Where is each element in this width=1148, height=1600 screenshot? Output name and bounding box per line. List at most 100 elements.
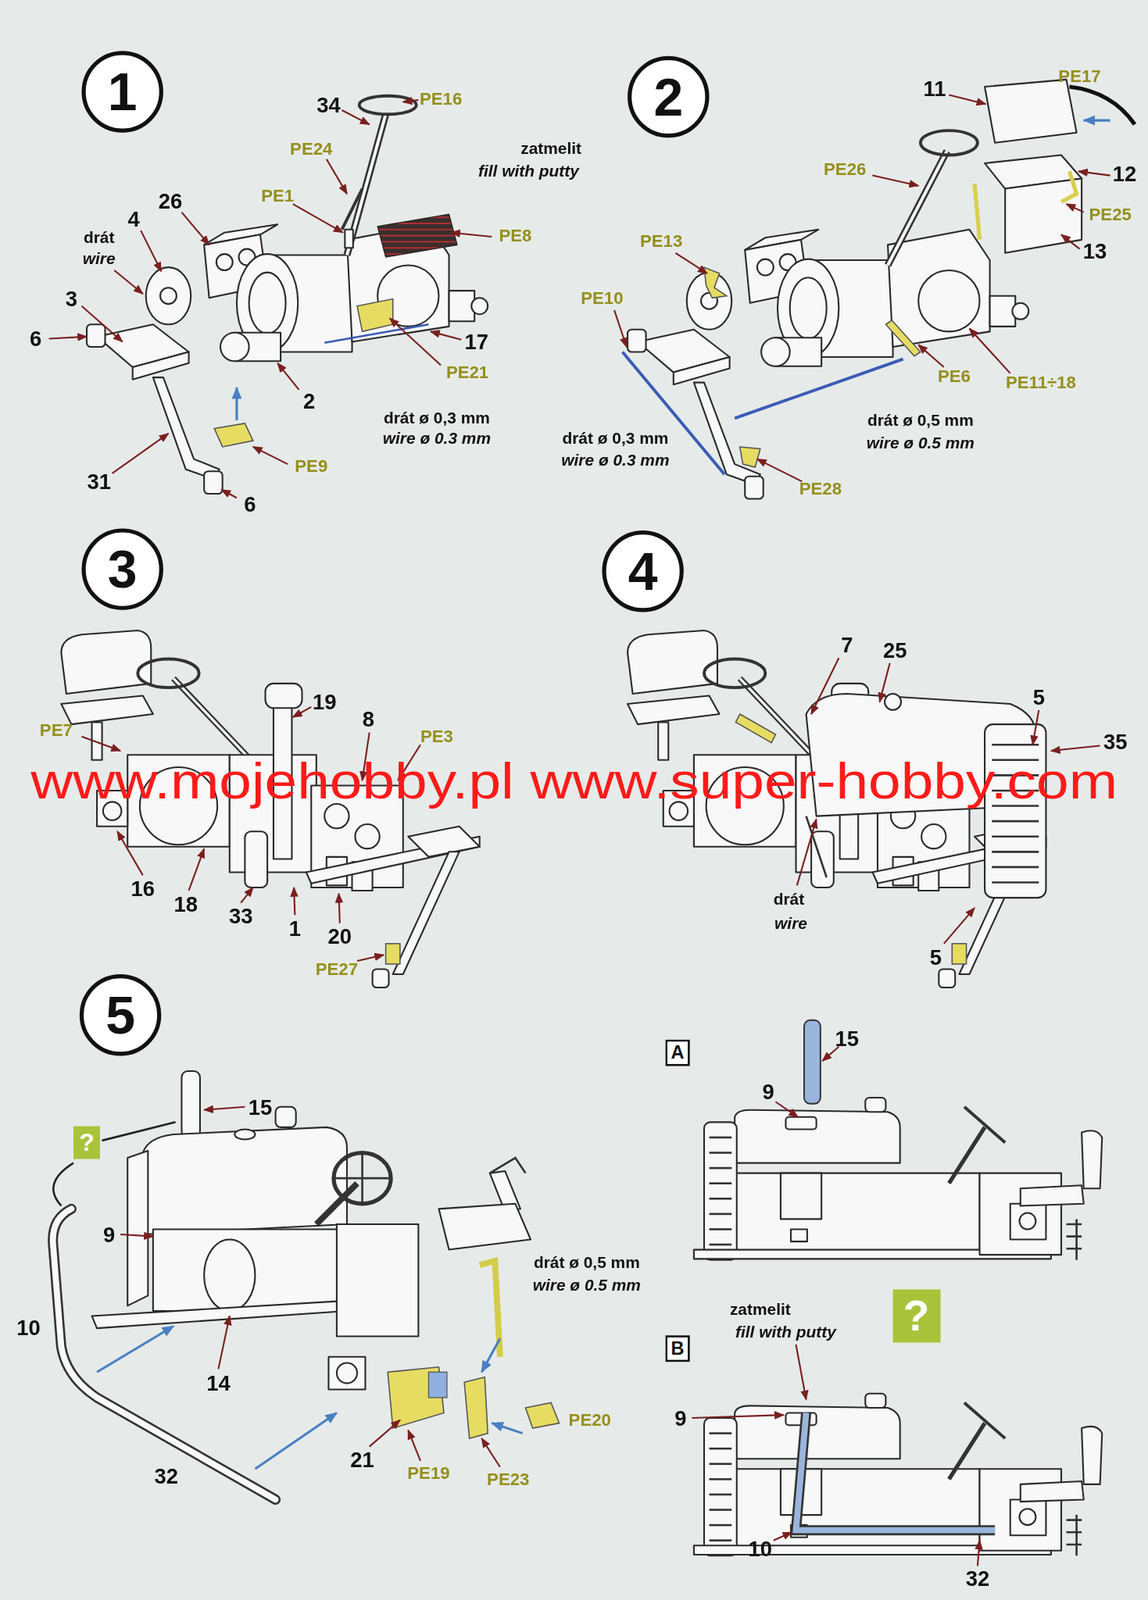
callout-number: 14 <box>206 1372 231 1396</box>
callout-number: 17 <box>464 329 490 354</box>
drawing-path <box>81 736 121 752</box>
callout-number: 20 <box>328 925 353 949</box>
drawing-path <box>430 331 462 340</box>
question-mark: ? <box>78 1128 94 1158</box>
note-text: fill with putty <box>478 162 580 181</box>
drawing-shape <box>991 851 1039 854</box>
drawing-shape <box>804 1020 821 1105</box>
drawing-shape <box>336 1363 358 1385</box>
callout-number: 33 <box>228 904 254 929</box>
callout-number: 3 <box>65 287 78 312</box>
drawing-path <box>277 363 299 390</box>
step-circle: 3 <box>81 528 163 610</box>
view-box: B <box>665 1335 690 1363</box>
note-text: wire <box>774 914 808 933</box>
note-text: drát ø 0,3 mm <box>561 429 669 448</box>
part-label: PE19 <box>407 1465 450 1485</box>
step-circle: 2 <box>627 56 709 138</box>
drawing-path <box>339 894 340 924</box>
drawing-shape <box>341 189 362 230</box>
view-box: A <box>665 1040 690 1067</box>
drawing-path <box>438 1204 531 1251</box>
callout-number: 32 <box>965 1566 991 1591</box>
drawing-path <box>464 1377 488 1439</box>
drawing-path <box>49 336 87 340</box>
part-label: PE13 <box>640 232 683 251</box>
callout-number: 19 <box>312 690 337 714</box>
drawing-path <box>53 1208 276 1500</box>
drawing-path <box>1061 234 1081 249</box>
part-label: PE17 <box>1058 67 1101 87</box>
callout-number: 32 <box>154 1464 179 1488</box>
part-label: PE28 <box>799 480 842 500</box>
callout-number: 31 <box>86 469 111 494</box>
drawing-path <box>948 94 986 104</box>
part-label: PE3 <box>420 728 454 748</box>
drawing-path <box>181 212 209 246</box>
drawing-shape <box>328 1357 365 1391</box>
drawing-shape <box>344 229 353 249</box>
callout-number: 9 <box>762 1080 775 1104</box>
drawing-path <box>491 1423 523 1435</box>
drawing-path <box>984 79 1077 144</box>
callout-number: 2 <box>303 389 315 413</box>
part-label: PE20 <box>568 1412 612 1431</box>
drawing-path <box>341 110 369 125</box>
drawing-path <box>293 203 344 233</box>
drawing-path <box>1083 119 1111 122</box>
callout-number: 5 <box>929 945 942 970</box>
drawing-path <box>326 159 347 194</box>
drawing-path <box>357 954 384 962</box>
drawing-shape <box>181 1071 201 1138</box>
drawing-path <box>691 1415 784 1419</box>
part-label: PE10 <box>580 289 623 308</box>
note-text: drát <box>773 890 805 909</box>
drawing-shape <box>734 359 903 419</box>
drawing-path <box>377 214 458 258</box>
callout-number: 9 <box>674 1406 687 1431</box>
drawing-shape <box>991 881 1039 884</box>
callout-number: 34 <box>316 92 341 117</box>
hint-box: ? <box>893 1290 941 1344</box>
step-circle: 5 <box>79 974 161 1056</box>
drawing-path <box>489 1158 526 1174</box>
callout-number: 6 <box>243 492 256 516</box>
part-label: PE9 <box>294 457 328 477</box>
drawing-path <box>120 1234 154 1238</box>
drawing-path <box>757 459 802 483</box>
drawing-shape <box>991 743 1039 747</box>
drawing-path <box>293 887 295 916</box>
drawing-path <box>481 1438 501 1468</box>
drawing-path <box>775 1101 798 1118</box>
note-text: drát ø 0,5 mm <box>867 411 974 430</box>
drawing-shape <box>275 1107 297 1128</box>
drawing-path <box>797 819 817 887</box>
view-letter: B <box>671 1338 685 1360</box>
part-label: PE21 <box>446 364 489 383</box>
drawing-shape <box>333 1153 391 1205</box>
callout-number: 35 <box>1103 729 1128 754</box>
drawing-path <box>773 1532 793 1541</box>
drawing-shape <box>884 693 902 711</box>
drawing-path <box>481 1338 501 1373</box>
drawing-path <box>369 1420 401 1448</box>
note-text: wire ø 0.3 mm <box>382 429 491 448</box>
drawing-shape <box>336 1224 419 1338</box>
note-text: wire ø 0.3 mm <box>561 450 669 469</box>
note-text: drát <box>83 228 115 247</box>
step-number: 2 <box>653 66 684 128</box>
drawing-path <box>1004 178 1082 254</box>
drawing-shape <box>153 1229 347 1311</box>
drawing-path <box>1078 171 1110 176</box>
callout-number: 26 <box>158 189 183 213</box>
callout-number: 7 <box>840 633 853 657</box>
drawing-path <box>81 306 122 343</box>
drawing-path <box>127 1151 148 1306</box>
drawing-path <box>407 1430 421 1462</box>
drawing-shape <box>991 820 1039 823</box>
note-text: zatmelit <box>729 1301 791 1320</box>
drawing-path <box>143 1127 347 1235</box>
step-number: 1 <box>107 60 138 122</box>
drawing-path <box>218 1316 229 1370</box>
drawing-path <box>403 100 419 103</box>
